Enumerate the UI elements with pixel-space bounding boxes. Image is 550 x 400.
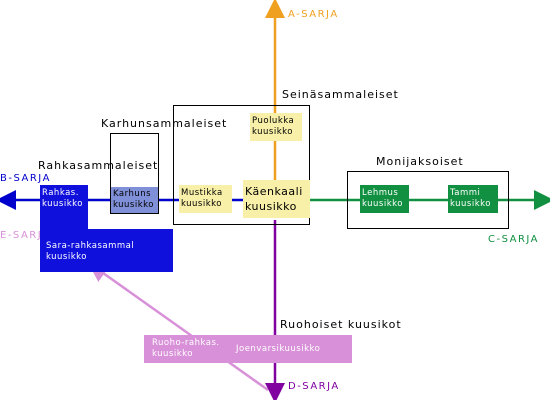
- joenvarsi-label: Joenvarsikuusikko: [236, 344, 321, 354]
- mustikka-label: Mustikka kuusikko: [181, 188, 223, 210]
- ruohoiset-label: Ruohoiset kuusikot: [280, 318, 402, 331]
- kaenkaali-label: Käenkaali kuusikko: [245, 185, 303, 213]
- seinasammaleiset-frame: [173, 105, 310, 225]
- kaenkaali-box: Käenkaali kuusikko: [243, 180, 310, 218]
- tammi-box: Tammi kuusikko: [448, 185, 498, 213]
- sara-rahkasammal-label: Sara-rahkasammal kuusikko: [46, 241, 135, 263]
- puolukka-label: Puolukka kuusikko: [252, 116, 295, 138]
- sara-rahkasammal-box: Sara-rahkasammal kuusikko: [40, 229, 173, 272]
- karhunsammaleiset-label: Karhunsammaleiset: [101, 117, 228, 130]
- b-series-label: B-SARJA: [0, 173, 51, 184]
- monijaksoiset-label: Monijaksoiset: [376, 155, 464, 168]
- karhunsammaleiset-frame: [110, 133, 159, 214]
- seinasammaleiset-label: Seinäsammaleiset: [282, 88, 399, 101]
- tammi-label: Tammi kuusikko: [450, 188, 491, 210]
- puolukka-box: Puolukka kuusikko: [250, 113, 302, 141]
- karhuns-box: Karhuns kuusikko: [111, 187, 158, 213]
- mustikka-box: Mustikka kuusikko: [179, 185, 232, 213]
- rahkas-label: Rahkas. kuusikko: [42, 188, 83, 210]
- e-series-label: E-SARJA: [0, 230, 51, 241]
- e-series-line: [87, 262, 269, 392]
- c-series-label: C-SARJA: [488, 234, 540, 245]
- lehmus-box: Lehmus kuusikko: [360, 185, 409, 213]
- a-series-label: A-SARJA: [288, 9, 339, 20]
- lehmus-label: Lehmus kuusikko: [362, 188, 403, 210]
- rahkasammaleiset-label: Rahkasammaleiset: [38, 159, 159, 172]
- monijaksoiset-frame: [347, 171, 509, 229]
- ruoho-rahkas-label: Ruoho-rahkas. kuusikko: [152, 338, 220, 360]
- rahkas-box: Rahkas. kuusikko: [40, 185, 88, 231]
- d-series-label: D-SARJA: [288, 381, 340, 392]
- ruoho-rahkas-box: Ruoho-rahkas. kuusikko Joenvarsikuusikko: [144, 335, 352, 363]
- karhuns-label: Karhuns kuusikko: [113, 189, 154, 211]
